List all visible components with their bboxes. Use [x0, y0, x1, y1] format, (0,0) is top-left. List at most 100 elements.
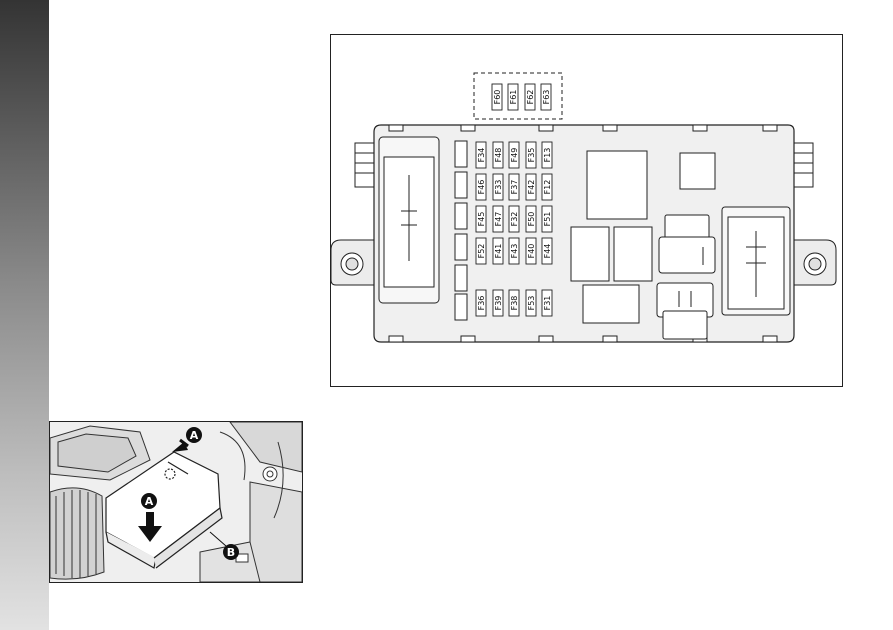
fuse-f46-body [475, 173, 487, 201]
fuse-f37-label: F37 [510, 180, 519, 195]
fuse-f37: F37 [508, 173, 520, 201]
fuse-f49: F49 [508, 141, 520, 169]
fuse-f38-label: F38 [510, 296, 519, 311]
fuse-f13: F13 [541, 141, 553, 169]
fuse-f42-body [525, 173, 537, 201]
fuse-f34: F34 [475, 141, 487, 169]
fuse-f31: F31 [541, 289, 553, 317]
fuse-f60-label: F60 [493, 90, 502, 105]
fuse-f45-label: F45 [477, 212, 486, 227]
fuse-f38: F38 [508, 289, 520, 317]
fuse-f45-body [475, 205, 487, 233]
fuse-slot-column [454, 140, 468, 321]
fuse-f33-body [492, 173, 504, 201]
relay-socket-upper [658, 214, 716, 274]
fuse-f39: F39 [492, 289, 504, 317]
left-connector [378, 136, 440, 304]
callout-b-label: B [227, 546, 235, 559]
callout-arrows [138, 438, 227, 547]
fuse-f36-label: F36 [477, 296, 486, 311]
engine-background [50, 422, 302, 582]
fuse-f50-label: F50 [527, 212, 536, 227]
fuse-f12: F12 [541, 173, 553, 201]
fuse-f46: F46 [475, 173, 487, 201]
engine-bay-illustration: A A B [49, 421, 303, 583]
fuse-f61-body [507, 83, 519, 111]
fuse-f62: F62 [524, 83, 536, 111]
fuse-f43-label: F43 [510, 244, 519, 259]
fuse-box-cover [105, 451, 223, 569]
fuse-f12-body [541, 173, 553, 201]
fuse-f43: F43 [508, 237, 520, 265]
fuse-f51-label: F51 [543, 212, 552, 227]
fuse-f36-body [475, 289, 487, 317]
fuse-f12-label: F12 [543, 180, 552, 195]
fuse-f43-body [508, 237, 520, 265]
fuse-f62-body [524, 83, 536, 111]
fuse-f52-body [475, 237, 487, 265]
fuse-f41: F41 [492, 237, 504, 265]
fuse-f35: F35 [525, 141, 537, 169]
fuse-f32-body [508, 205, 520, 233]
callout-a-left-label: A [145, 495, 154, 508]
relay-socket-lower [656, 282, 714, 340]
fuse-f34-body [475, 141, 487, 169]
fuse-f34-label: F34 [477, 148, 486, 163]
left-mounting-lug [331, 239, 375, 286]
fuse-f32-label: F32 [510, 212, 519, 227]
fuse-f51-body [541, 205, 553, 233]
fuse-f44-body [541, 237, 553, 265]
fuse-f13-label: F13 [543, 148, 552, 163]
fuse-f49-body [508, 141, 520, 169]
fuse-f47-body [492, 205, 504, 233]
relay-blocks [570, 150, 716, 324]
callout-a-top-label: A [190, 429, 199, 442]
fuse-f36: F36 [475, 289, 487, 317]
callout-a-top: A [186, 427, 202, 443]
fuse-f38-body [508, 289, 520, 317]
fuse-f46-label: F46 [477, 180, 486, 195]
upper-fuse-group: F60 F61 F62 F63 [491, 83, 552, 111]
fuse-f61-label: F61 [509, 90, 518, 105]
fuse-f53-label: F53 [527, 296, 536, 311]
fuse-f51: F51 [541, 205, 553, 233]
fuse-f53-body [525, 289, 537, 317]
fuse-f48-body [492, 141, 504, 169]
fuse-f31-body [541, 289, 553, 317]
fuse-f63: F63 [540, 83, 552, 111]
engine-bay-svg: A A B [50, 422, 302, 582]
fuse-f62-label: F62 [526, 90, 535, 105]
fuse-f48-label: F48 [494, 148, 503, 163]
fuse-f47-label: F47 [494, 212, 503, 227]
callout-a-left: A [141, 493, 157, 509]
fuse-f47: F47 [492, 205, 504, 233]
fuse-f41-body [492, 237, 504, 265]
fuse-f50-body [525, 205, 537, 233]
air-hose [50, 487, 105, 580]
fuse-f60: F60 [491, 83, 503, 111]
fuse-f48: F48 [492, 141, 504, 169]
fuse-f35-label: F35 [527, 148, 536, 163]
fuse-f63-body [540, 83, 552, 111]
fuse-f42: F42 [525, 173, 537, 201]
right-mounting-lug [792, 239, 837, 286]
fuse-f42-label: F42 [527, 180, 536, 195]
callout-b: B [223, 544, 239, 560]
fuse-f60-body [491, 83, 503, 111]
fuse-f50: F50 [525, 205, 537, 233]
fuse-f45: F45 [475, 205, 487, 233]
fuse-f44-label: F44 [543, 244, 552, 259]
fuse-f63-label: F63 [542, 90, 551, 105]
fuse-f40-label: F40 [527, 244, 536, 259]
fuse-f39-body [492, 289, 504, 317]
fuse-f61: F61 [507, 83, 519, 111]
fuse-f52: F52 [475, 237, 487, 265]
fuse-f31-label: F31 [543, 296, 552, 311]
fuse-f32: F32 [508, 205, 520, 233]
upper-fuse-group-outline [473, 72, 563, 120]
fuse-f37-body [508, 173, 520, 201]
fuse-f13-body [541, 141, 553, 169]
side-strip [0, 0, 49, 630]
